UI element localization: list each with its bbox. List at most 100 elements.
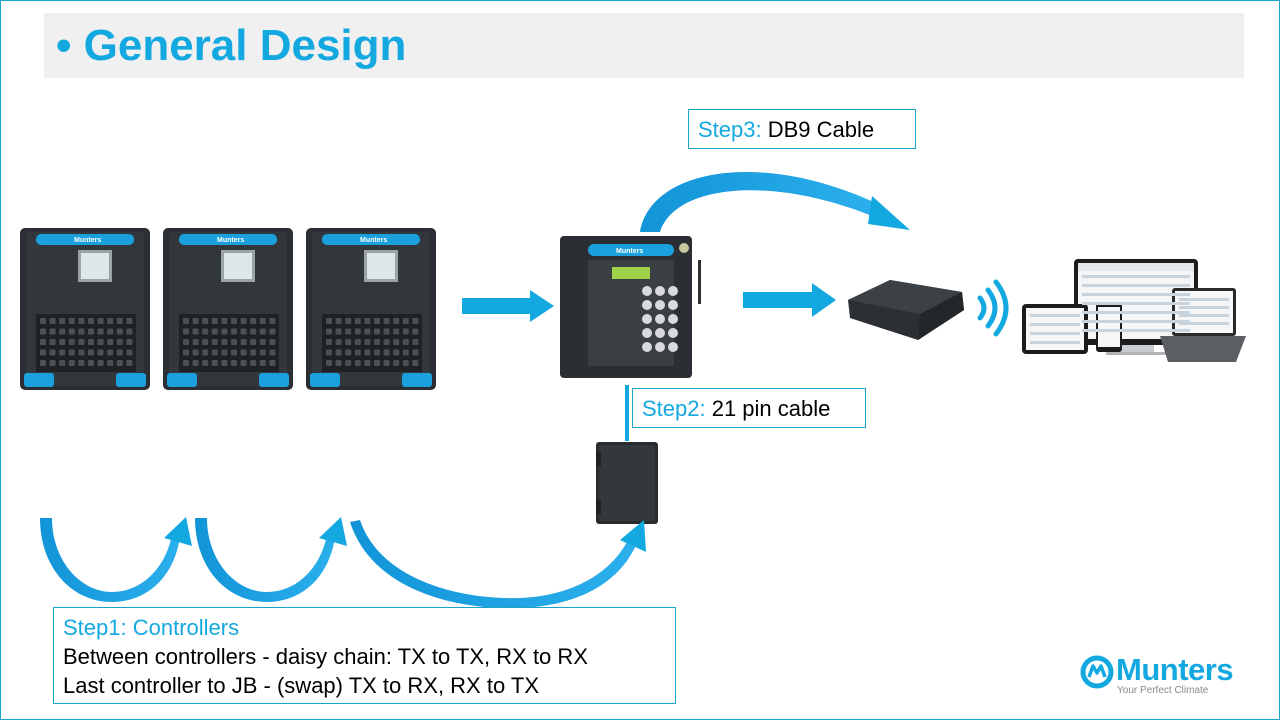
arrow-step3-arc [640,172,910,232]
decor-key [668,314,678,324]
decor-key [402,328,409,335]
decor-key [202,349,209,356]
munters-logo: Munters Your Perfect Climate [1080,652,1240,700]
decor-key [354,339,361,345]
decor-key [88,318,94,324]
decor-key [326,349,332,356]
decor-key [49,339,56,345]
decor-key [354,349,361,356]
decor-key [1030,314,1080,317]
decor-key [116,318,123,324]
decor-key [221,339,228,345]
decor-key [668,300,678,310]
decor-key [40,360,46,366]
decor-key [221,360,228,366]
decor-key [668,286,678,296]
decor-key [1030,341,1080,344]
communicator-device: Munters [560,236,701,378]
decor-key [126,328,133,335]
decor-key [335,318,342,324]
decor-key [259,318,266,324]
decor-key [202,328,209,335]
decor-key [183,339,189,345]
decor-key [642,286,652,296]
decor-key [97,318,104,324]
decor-key [211,318,218,324]
decor-key [116,328,123,335]
decor-key [68,318,75,324]
decor-key [231,339,237,345]
arrow-arc-controller-3-to-junction [350,520,646,609]
decor-key [402,360,409,366]
decor-key [1179,322,1229,325]
decor-key [192,349,199,356]
decor-key [250,339,257,345]
junction-box [596,442,658,524]
decor-key [1082,275,1190,278]
decor-key [393,328,400,335]
decor-key [269,339,276,345]
gateway-device [848,280,964,340]
decor-key [374,339,380,345]
decor-key [345,349,352,356]
decor-key [1179,306,1229,309]
decor-key [231,328,237,335]
decor-key [107,349,114,356]
step2-label-box: Step2: 21 pin cable [632,388,866,428]
decor-key [259,360,266,366]
decor-key [40,318,46,324]
decor-key [655,328,665,338]
decor-key [68,349,75,356]
decor-key [393,349,400,356]
decor-key [1179,314,1229,317]
decor-key [364,360,371,366]
decor-key [354,360,361,366]
decor-key [335,328,342,335]
decor-key [107,318,114,324]
arrow-arc-controller-1-to-2 [40,517,192,602]
decor-key [49,328,56,335]
decor-key [364,328,371,335]
decor-key [126,349,133,356]
decor-key [202,360,209,366]
decor-key [107,339,114,345]
decor-key [250,360,257,366]
decor-key [126,318,133,324]
decor-key [269,328,276,335]
decor-key [221,328,228,335]
arrow-arc-controller-2-to-3 [195,517,347,602]
decor-key [269,349,276,356]
decor-key [221,318,228,324]
decor-key [192,318,199,324]
decor-key [88,339,94,345]
decor-key [211,349,218,356]
decor-key [211,360,218,366]
munters-logo-icon [1080,655,1114,689]
decor-key [59,328,66,335]
step2-label: Step2: [642,396,706,421]
decor-key [59,349,66,356]
decor-key [250,349,257,356]
decor-key [269,360,276,366]
step1-label: Step1: Controllers [63,615,240,640]
decor-key [78,318,85,324]
step1-line-1: Between controllers - daisy chain: TX to… [63,644,588,669]
decor-key [97,349,104,356]
decor-key [192,360,199,366]
decor-key [126,339,133,345]
decor-key [259,328,266,335]
decor-key [374,360,380,366]
decor-key [1082,293,1190,296]
step1-line-2: Last controller to JB - (swap) TX to RX,… [63,673,540,698]
step3-text: DB9 Cable [761,117,875,142]
decor-key [183,349,189,356]
decor-key [668,342,678,352]
decor-key [393,318,400,324]
decor-key [250,328,257,335]
decor-key [655,300,665,310]
controller-device-3: Munters [306,228,436,390]
decor-key [40,328,46,335]
decor-key [335,360,342,366]
decor-key [240,360,247,366]
decor-key [68,360,75,366]
